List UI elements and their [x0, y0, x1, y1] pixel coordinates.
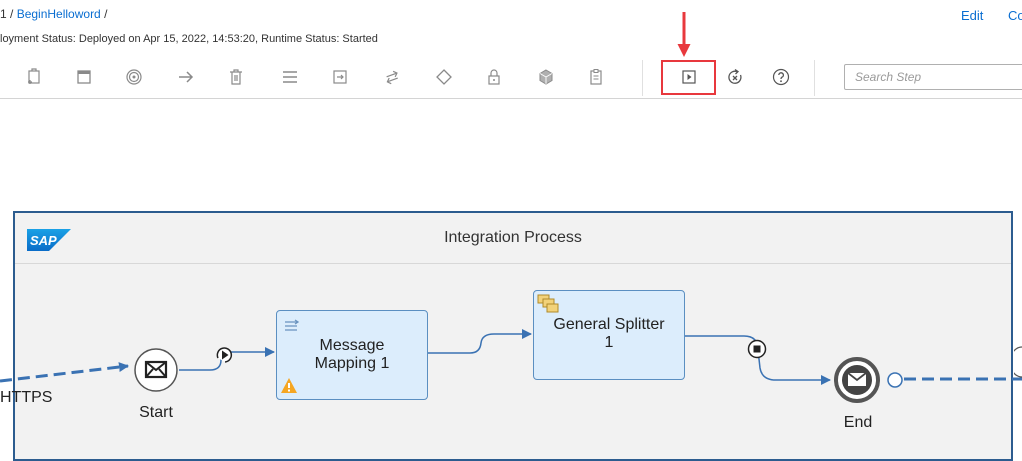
mapping-icon [285, 319, 300, 331]
splitter-icon [537, 294, 559, 313]
clipboard-icon[interactable] [582, 64, 610, 90]
cube-icon[interactable] [532, 64, 560, 90]
pool-icon[interactable] [70, 64, 98, 90]
message-flow-origin-icon [887, 372, 903, 388]
splitter-label-line1: General Splitter [553, 316, 665, 333]
receiver-participant-edge [1014, 346, 1022, 378]
mapping-label-line2: Mapping 1 [314, 355, 390, 372]
copy-button[interactable]: Co [1008, 8, 1022, 23]
pool-header [15, 213, 1011, 264]
incoming-message-flow [0, 362, 129, 383]
search-step-input[interactable] [844, 64, 1022, 90]
sap-logo-text: SAP [30, 233, 57, 248]
flow-mapping-to-splitter [427, 329, 532, 354]
toolbar-separator [642, 60, 643, 96]
breadcrumb-prefix: 1 / [0, 7, 17, 21]
simulate-highlight-box [661, 60, 716, 95]
simulation-end-point-icon[interactable] [746, 338, 768, 360]
exchange-icon[interactable] [378, 64, 406, 90]
breadcrumb: 1 / BeginHelloword / [0, 7, 107, 21]
call-icon[interactable] [326, 64, 354, 90]
add-participant-icon[interactable] [20, 64, 48, 90]
flow-splitter-to-end [684, 335, 831, 385]
breadcrumb-suffix: / [100, 7, 108, 21]
list-icon[interactable] [276, 64, 304, 90]
delete-icon[interactable] [222, 64, 250, 90]
warning-icon[interactable] [280, 377, 298, 394]
toolbar-separator [814, 60, 815, 96]
end-event[interactable] [832, 355, 882, 405]
lock-icon[interactable] [480, 64, 508, 90]
simulate-play-icon[interactable] [675, 64, 703, 90]
sequence-flows [0, 329, 1022, 385]
simulation-start-point-icon[interactable] [213, 343, 237, 367]
message-mapping-step[interactable] [276, 310, 428, 400]
help-icon[interactable] [767, 64, 795, 90]
breadcrumb-link-beginhelloword[interactable]: BeginHelloword [16, 7, 101, 21]
mapping-label-line1: Message [319, 337, 385, 354]
toolbar-divider [0, 98, 1022, 99]
start-event-label: Start [139, 404, 173, 421]
deployment-status: loyment Status: Deployed on Apr 15, 2022… [0, 33, 378, 45]
edit-button[interactable]: Edit [961, 8, 984, 23]
sap-logo: SAP [27, 229, 71, 251]
red-annotation-arrow-icon [677, 12, 691, 57]
events-icon[interactable] [120, 64, 148, 90]
end-event-label: End [843, 414, 873, 431]
gateway-diamond-icon[interactable] [430, 64, 458, 90]
splitter-step-label: General Splitter 1 [533, 316, 685, 352]
splitter-label-line2: 1 [604, 334, 614, 351]
connector-arrow-icon[interactable] [172, 64, 200, 90]
process-title: Integration Process [444, 229, 582, 246]
sender-channel-label: HTTPS [0, 389, 53, 406]
start-event[interactable] [133, 347, 179, 393]
clear-simulation-icon[interactable] [721, 64, 749, 90]
mapping-step-label: Message Mapping 1 [276, 337, 428, 373]
